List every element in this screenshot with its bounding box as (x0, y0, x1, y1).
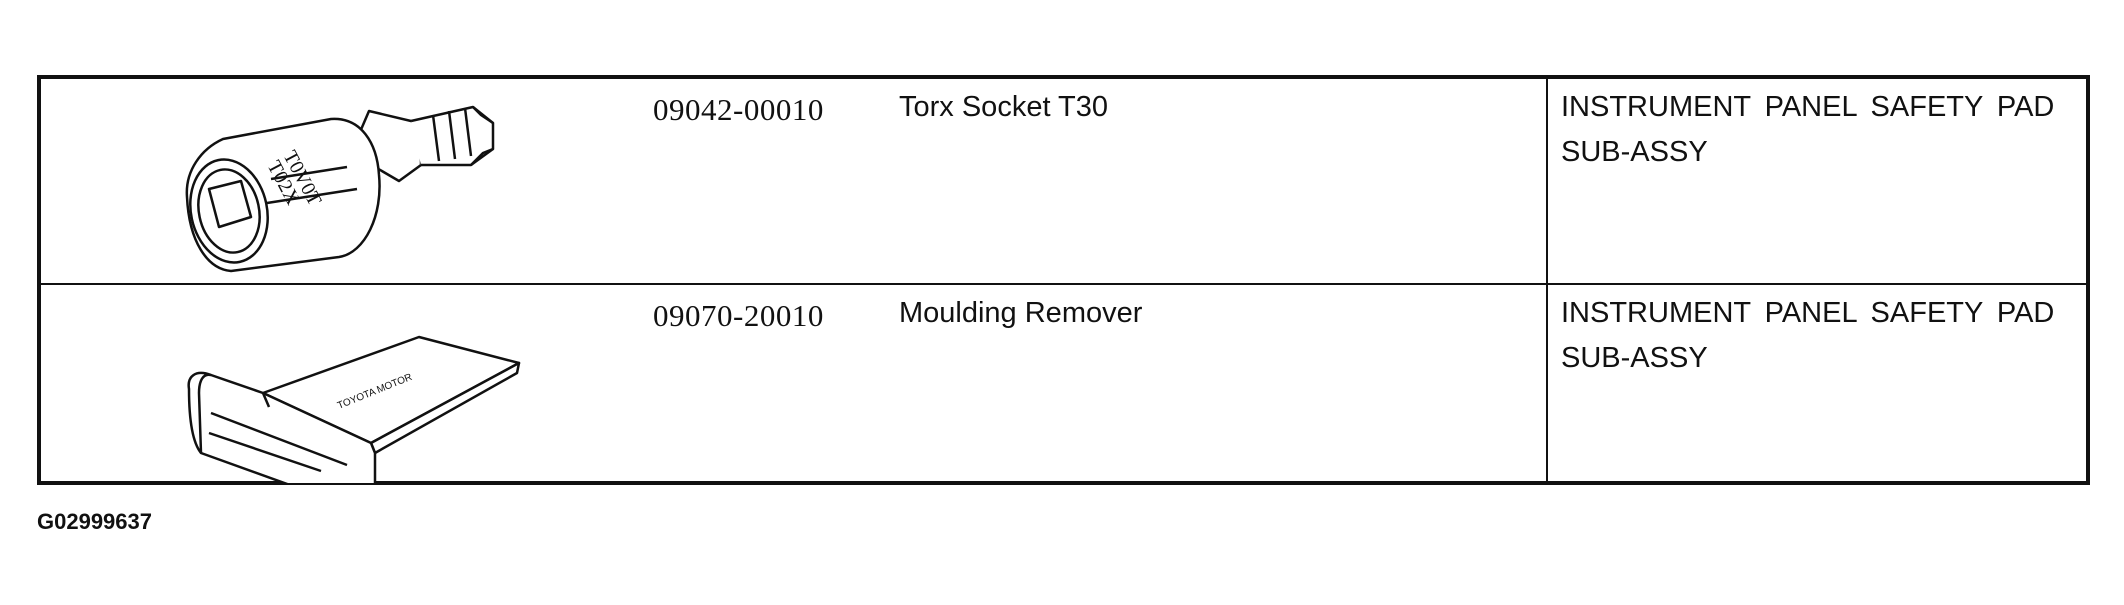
tool-name: Torx Socket T30 (899, 91, 1109, 123)
table-row: T0V0T T02X 09042-00010 Torx Socket T30 I… (41, 79, 2086, 285)
moulding-remover-icon: TOYOTA MOTOR (187, 335, 521, 483)
column-divider (1546, 79, 1548, 283)
figure-id: G02999637 (37, 509, 152, 534)
applies-to: INSTRUMENT PANEL SAFETY PAD SUB-ASSY (1561, 297, 2055, 374)
part-number: 09070-20010 (653, 298, 824, 333)
applies-to: INSTRUMENT PANEL SAFETY PAD SUB-ASSY (1561, 91, 2055, 168)
tool-name: Moulding Remover (899, 297, 1143, 329)
column-divider (1546, 285, 1548, 481)
table-row: TOYOTA MOTOR 09070-20010 Moulding Remove… (41, 285, 2086, 483)
torx-socket-icon: T0V0T T02X (185, 105, 495, 273)
special-tools-table: T0V0T T02X 09042-00010 Torx Socket T30 I… (37, 75, 2090, 485)
part-number: 09042-00010 (653, 92, 824, 127)
